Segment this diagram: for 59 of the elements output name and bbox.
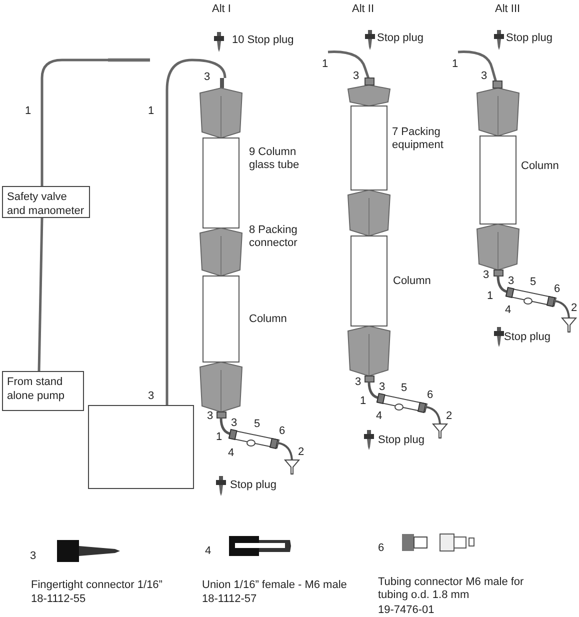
part-label: 4 — [376, 410, 382, 423]
part-label: 1 — [322, 58, 328, 71]
part-label: 6 — [378, 542, 384, 555]
part-label: 4 — [505, 304, 512, 317]
part-label: 18-1112-57 — [202, 593, 257, 606]
part-label: 1 — [216, 431, 222, 444]
part-label: 4 — [228, 447, 234, 460]
part-label: 1 — [148, 105, 154, 118]
part-label: 6 — [427, 389, 434, 402]
part-label: 9 Column glass tube — [249, 146, 300, 172]
part-label: 6 — [554, 283, 560, 296]
part-label: 3 — [30, 550, 36, 563]
tubing-line — [166, 58, 226, 405]
part-label: Union 1/16” female - M6 male — [202, 579, 347, 592]
part-label: 3 — [508, 275, 514, 288]
part-label: 1 — [360, 395, 366, 408]
part-label: Stop plug — [504, 331, 550, 344]
part-label: 3 — [483, 269, 490, 282]
part-label: 1 — [452, 58, 458, 71]
part-label: 2 — [298, 446, 304, 459]
part-label: 3 — [207, 410, 214, 423]
part-label: 2 — [446, 410, 452, 423]
part-label: Stop plug — [377, 32, 424, 45]
part-label: 10 Stop plug — [232, 34, 294, 47]
part-label: 3 — [353, 70, 360, 83]
part-label: 2 — [571, 302, 578, 315]
part-label: Column — [393, 275, 431, 288]
part-label: 19-7476-01 — [378, 604, 434, 617]
part-label: 3 — [204, 71, 210, 84]
part-label: 1 — [487, 290, 494, 303]
part-label: 3 — [481, 70, 488, 83]
part-label: 3 — [231, 417, 238, 430]
part-label: 5 — [254, 418, 260, 431]
part-label: Stop plug — [378, 434, 424, 447]
part-label: Stop plug — [506, 32, 552, 45]
part-label: Stop plug — [230, 479, 276, 492]
part-label: 3 — [148, 390, 154, 403]
part-label: Alt III — [495, 3, 520, 16]
part-label: 7 Packing equipment — [392, 126, 444, 152]
tubing-line — [38, 218, 44, 372]
part-label: 8 Packing connector — [249, 224, 298, 250]
part-label: Fingertight connector 1/16” — [31, 579, 162, 592]
text-box: From stand alone pump — [2, 371, 84, 411]
part-label: Tubing connector M6 male for tubing o.d. 1.8 mm — [378, 576, 525, 602]
part-label: Column — [249, 313, 287, 326]
part-label: 5 — [530, 276, 536, 289]
text-box: Safety valve and manometer — [2, 186, 90, 218]
part-label: 1 — [25, 105, 32, 118]
part-label: 6 — [279, 425, 286, 438]
part-label: Column — [521, 160, 559, 173]
empty-box — [88, 405, 194, 489]
part-label: Alt II — [352, 3, 374, 16]
part-label: 18-1112-55 — [31, 593, 86, 606]
tubing-line — [40, 58, 150, 186]
part-label: 3 — [379, 381, 386, 394]
part-label: 3 — [355, 376, 362, 389]
part-label: 4 — [205, 545, 212, 558]
part-label: 5 — [401, 382, 408, 395]
part-label: Alt I — [212, 3, 231, 16]
